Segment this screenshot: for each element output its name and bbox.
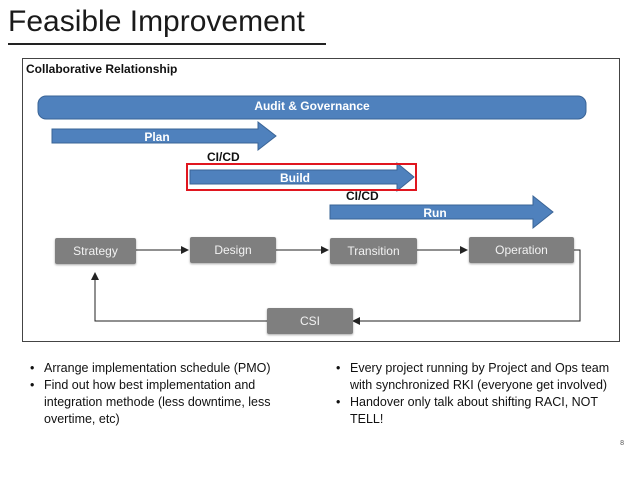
right-bullet-item: Handover only talk about shifting RACI, …: [336, 394, 612, 428]
run-label: Run: [423, 206, 447, 220]
title-underline: [8, 43, 326, 45]
audit-governance-label: Audit & Governance: [254, 99, 370, 113]
build-label: Build: [280, 171, 310, 185]
build-highlight-box: [186, 163, 417, 191]
run-arrow: [329, 194, 554, 230]
diagram-frame: [22, 58, 620, 342]
right-bullet-list: Every project running by Project and Ops…: [336, 360, 612, 428]
left-bullet-list: Arrange implementation schedule (PMO) Fi…: [30, 360, 294, 428]
csi-to-strategy-connector: [91, 272, 267, 322]
build-arrow: [189, 161, 415, 193]
frame-label: Collaborative Relationship: [26, 62, 178, 76]
transition-box: Transition: [330, 238, 417, 264]
plan-label: Plan: [144, 130, 170, 144]
operation-to-csi-connector: [352, 249, 581, 325]
cicd-label-second: CI/CD: [346, 189, 379, 203]
slide-title: Feasible Improvement: [8, 5, 305, 38]
left-bullet-item: Arrange implementation schedule (PMO): [30, 360, 294, 377]
operation-box: Operation: [469, 237, 574, 263]
audit-governance-bar: [37, 95, 587, 120]
left-bullet-item: Find out how best implementation and int…: [30, 377, 294, 428]
csi-box: CSI: [267, 308, 353, 334]
right-bullet-item: Every project running by Project and Ops…: [336, 360, 612, 394]
plan-arrow: [51, 120, 277, 152]
page-number: 8: [620, 440, 624, 447]
strategy-box: Strategy: [55, 238, 136, 264]
design-box: Design: [190, 237, 276, 263]
cicd-label-first: CI/CD: [207, 150, 240, 164]
